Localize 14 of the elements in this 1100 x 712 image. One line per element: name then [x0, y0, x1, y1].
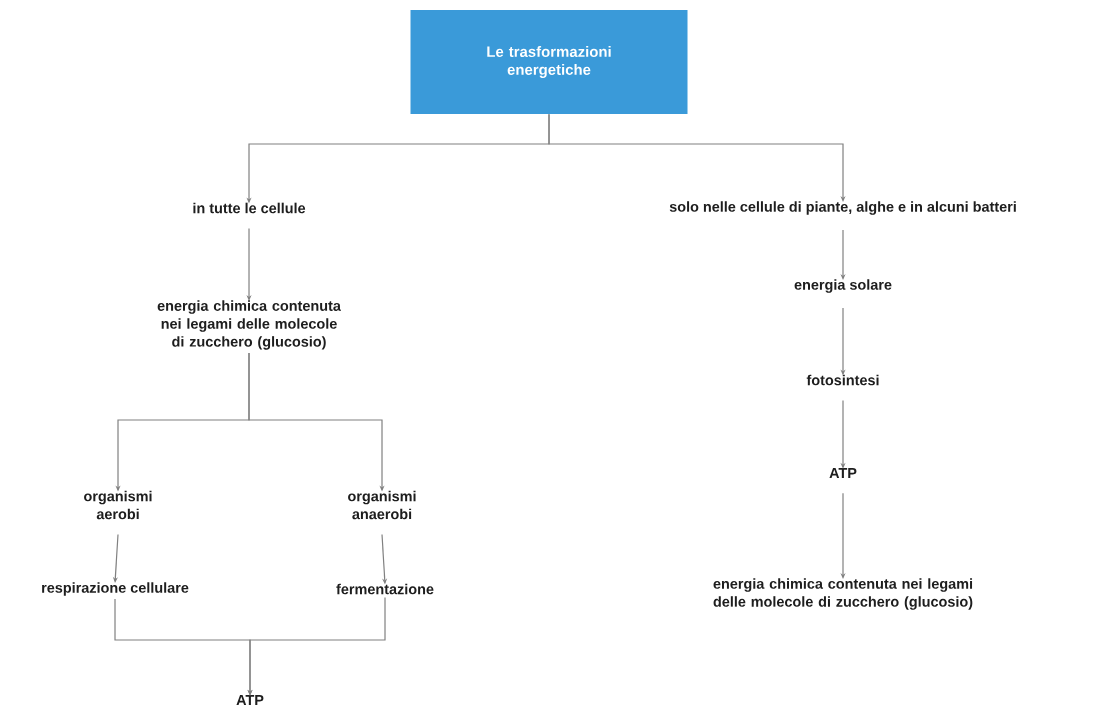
flow-text: organismi anaerobi — [348, 490, 416, 520]
flow-text: solo nelle cellule di piante, alghe e in alcuni batteri — [669, 201, 1016, 215]
flow-text: respirazione cellulare — [42, 582, 189, 596]
arrow — [548, 113, 846, 202]
flow-text: organismi aerobi — [84, 490, 152, 520]
flow-text: energia chimica contenuta nei legami delle molecole di zucchero (glucosio) — [157, 300, 341, 350]
flow-text: in tutte le cellule — [193, 202, 306, 214]
title-box: Le trasformazioni energetiche — [410, 10, 688, 114]
flow-text: energia solare — [794, 279, 892, 293]
flow-text: energia chimica contenuta nei legami delle molecole di zucchero (glucosio) — [713, 578, 973, 610]
flow-text: ATP — [829, 468, 857, 478]
flow-text: fotosintesi — [806, 374, 879, 386]
flow-text: fermentazione — [336, 583, 434, 595]
flow-text: ATP — [236, 695, 264, 705]
